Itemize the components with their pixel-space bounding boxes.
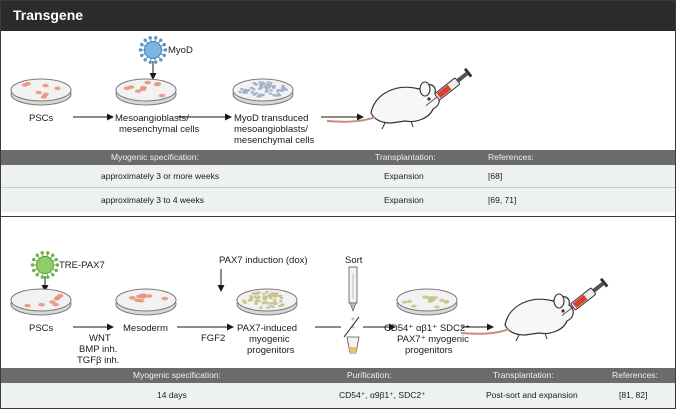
table1-divider [1,187,675,188]
dish-mesoangioblasts [115,78,177,106]
table1-row-1: approximately 3 or more weeks Expansion … [1,165,675,187]
table1-row2-spec: approximately 3 to 4 weeks [101,195,204,205]
table2-header-transplant: Transplantation: [493,370,554,380]
dish-pax7-induced [236,288,298,316]
label-wnt: WNT [89,333,111,344]
label-bmp: BMP inh. [79,344,117,355]
label-tgf: TGFβ inh. [77,355,119,366]
label-sorted-3: progenitors [405,345,453,356]
tre-pax7-virus-icon [30,251,60,279]
myod-virus-icon [138,36,168,64]
dish-pscs-2 [10,288,72,316]
label-sorted-1: CD54⁺ αβ1⁺ SDC2⁺ [384,323,470,334]
table1-header-transplant: Transplantation: [375,152,436,162]
figure-title: Transgene [13,7,84,23]
table2-row1-transplant: Post-sort and expansion [486,390,578,400]
table1-row2-refs: [69, 71] [488,195,517,205]
dish-transduced [232,78,294,106]
table2-row1-refs: [81, 82] [619,390,648,400]
table2-header-purification: Purification: [347,370,392,380]
table2-row1-purification: CD54⁺, α9β1⁺, SDC2⁺ [339,390,426,400]
table2-header: Myogenic specification: Purification: Tr… [1,368,675,383]
arrow-p2-slash [343,316,360,338]
label-meso-2: mesenchymal cells [119,124,199,135]
mouse-icon-1 [326,81,441,130]
table1-header: Myogenic specification: Transplantation:… [1,150,675,165]
table1-header-refs: References: [488,152,534,162]
sort-label: Sort [345,255,363,266]
label-transduced-2: mesoangioblasts/ [234,124,308,135]
tre-pax7-label: TRE-PAX7 [59,260,105,271]
panel-divider [1,216,675,217]
dish-pscs-1 [10,78,72,106]
dish-sorted [396,288,458,316]
table1-row1-spec: approximately 3 or more weeks [101,171,220,181]
label-induced-1: PAX7-induced [237,323,297,334]
label-transduced-3: mesenchymal cells [234,135,314,146]
title-bar: Transgene [1,1,675,31]
table1-row1-refs: [68] [488,171,503,181]
label-meso-1: Mesoangioblasts/ [115,113,189,124]
label-fgf2: FGF2 [201,333,225,344]
table1-header-spec: Myogenic specification: [111,152,199,162]
label-transduced-1: MyoD transduced [234,113,308,124]
table1-row-2: approximately 3 to 4 weeks Expansion [69… [1,188,675,212]
induction-label: PAX7 induction (dox) [219,255,308,266]
mouse-icon-2 [460,293,575,342]
dish-mesoderm [115,288,177,316]
sort-tube-icon [346,266,360,354]
table1-row2-transplant: Expansion [384,195,424,205]
table2-row1-spec: 14 days [157,390,187,400]
label-induced-3: progenitors [247,345,295,356]
table1-row1-transplant: Expansion [384,171,424,181]
label-pscs-2: PSCs [29,323,54,334]
table2-header-spec: Myogenic specification: [133,370,221,380]
label-mesoderm: Mesoderm [123,323,168,334]
myod-label: MyoD [168,45,193,56]
table2-row-1: 14 days CD54⁺, α9β1⁺, SDC2⁺ Post-sort an… [1,383,675,408]
table2-header-refs: References: [612,370,658,380]
label-pscs-1: PSCs [29,113,54,124]
label-sorted-2: PAX7⁺ myogenic [397,334,469,345]
label-induced-2: myogenic [249,334,290,345]
